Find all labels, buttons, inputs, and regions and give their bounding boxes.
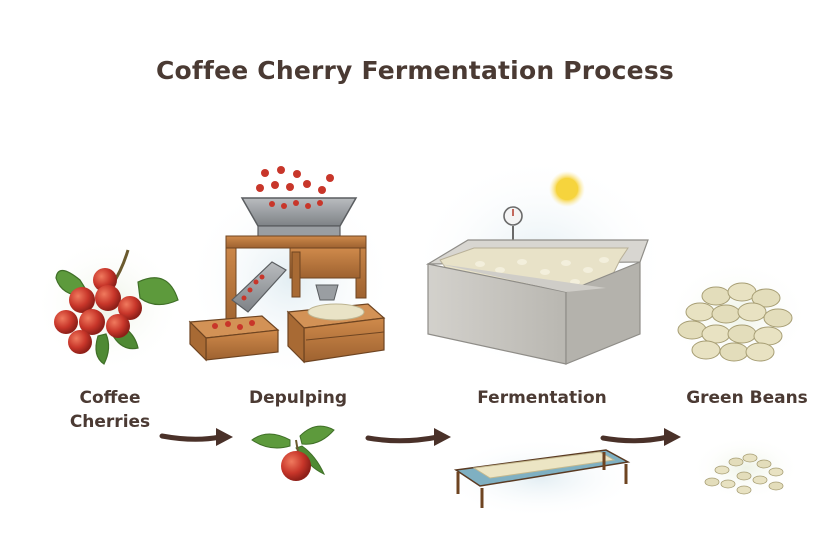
left-crate — [188, 315, 280, 362]
depulping-illustration — [185, 166, 395, 481]
right-crate — [286, 303, 386, 364]
step-label-line: Coffee — [79, 388, 141, 408]
diagram-title: Coffee Cherry Fermentation Process — [156, 56, 674, 85]
hopper — [240, 197, 358, 227]
green-bean-pile — [677, 282, 793, 362]
wooden-frame — [225, 235, 367, 331]
step-label-line: Cherries — [69, 412, 151, 432]
arrow-fermentation-to-green-beans — [600, 428, 681, 446]
hopper-cherries — [269, 200, 323, 209]
bean-spout — [315, 284, 339, 301]
arrow-depulping-to-fermentation — [365, 428, 451, 446]
green-beans-illustration — [666, 260, 810, 500]
thermometer-icon — [503, 206, 523, 254]
arrow-cherries-to-depulping — [159, 428, 233, 446]
chute-cherries — [241, 274, 265, 301]
fallen-cherry — [251, 425, 335, 481]
drying-bed — [440, 438, 640, 518]
leaf-icon — [137, 277, 179, 306]
cherry-cluster — [54, 268, 142, 354]
green-bean-pile-small — [691, 436, 801, 500]
coffee-cherries-illustration — [33, 237, 183, 373]
falling-cherries — [256, 166, 334, 194]
step-label-fermentation: Fermentation — [477, 388, 607, 408]
sun-core — [556, 178, 578, 200]
leaf-icon — [95, 333, 110, 365]
fermentation-illustration — [410, 155, 670, 518]
step-label-depulping: Depulping — [248, 388, 347, 408]
step-label-green-beans: Green Beans — [686, 388, 808, 408]
tank-rim — [440, 264, 606, 292]
step-label-coffee-cherries: Coffee Cherries — [55, 386, 165, 434]
